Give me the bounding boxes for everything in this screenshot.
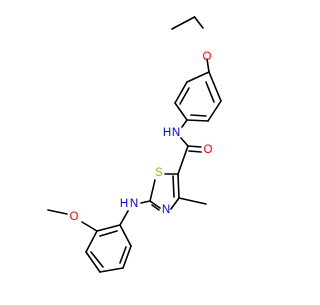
atom-label-h-amine: H: [120, 198, 128, 210]
bond-aryl-inner-1: [179, 87, 190, 105]
bond-c4-c5-inner: [172, 175, 175, 198]
molecule-structure-diagram: O N H O S N N H O: [47, 16, 222, 273]
bond-s-c2: [149, 179, 156, 202]
bond-ar2-1: [119, 224, 132, 247]
bond-c2-n3-inner: [151, 204, 160, 211]
atom-label-o-methoxy: O: [70, 211, 79, 223]
bond-ar2-inner-3: [99, 230, 118, 237]
atom-label-s-thiazole: S: [155, 167, 163, 179]
bond-ar2-inner-2: [90, 251, 104, 268]
bond-ar2-4: [85, 251, 101, 273]
atom-label-h-amide: H: [163, 127, 171, 139]
atom-label-n-amine: N: [130, 198, 138, 210]
bond-ar2-inner-1: [119, 246, 127, 264]
bond-ar2-6: [96, 224, 121, 232]
bond-aryl-nh: [181, 119, 188, 128]
bond-o-aryl: [206, 58, 210, 73]
atom-label-o-carbonyl: O: [204, 144, 213, 156]
bond-c2-n3: [149, 200, 161, 209]
bond-n3-c4: [170, 197, 180, 210]
atom-label-o-ethoxy: O: [203, 51, 212, 63]
bond-carbonyl-o-1: [187, 145, 202, 148]
atom-label-n-thiazole: N: [162, 204, 170, 216]
bond-nh-aryl: [119, 210, 129, 226]
atom-label-group: O N H O S N N H O: [70, 51, 213, 223]
bond-aryl-inner-3: [205, 81, 215, 103]
bond-carbonyl-thiazole: [177, 145, 189, 175]
bond-aryl-5: [207, 100, 222, 122]
bond-aryl-6: [208, 71, 222, 102]
bond-group: [47, 16, 222, 273]
bond-ar2-3: [99, 267, 124, 273]
bond-o-methyl: [47, 209, 68, 215]
bond-c4-c5: [177, 173, 180, 199]
molecule-structure-canvas: O N H O S N N H O: [47, 16, 222, 273]
bond-ethyl-ch3-ch2: [171, 16, 196, 30]
bond-nh-carbonyl: [180, 137, 189, 147]
bond-ar2-5: [85, 230, 98, 253]
bond-aryl-inner-2: [190, 114, 207, 117]
bond-ar2-2: [122, 245, 132, 269]
bond-ethyl-ch2-o: [193, 16, 204, 29]
bond-carbonyl-o-2: [188, 150, 202, 153]
bond-aryl-2: [174, 81, 188, 104]
bond-aryl-3: [174, 102, 188, 121]
bond-ar2-o: [81, 221, 98, 232]
bond-c4-methyl: [178, 197, 207, 205]
bond-aryl-4: [186, 119, 209, 122]
bond-aryl-1: [186, 71, 210, 83]
atom-label-n-amide: N: [172, 127, 180, 139]
bond-c2-nh: [140, 200, 151, 204]
